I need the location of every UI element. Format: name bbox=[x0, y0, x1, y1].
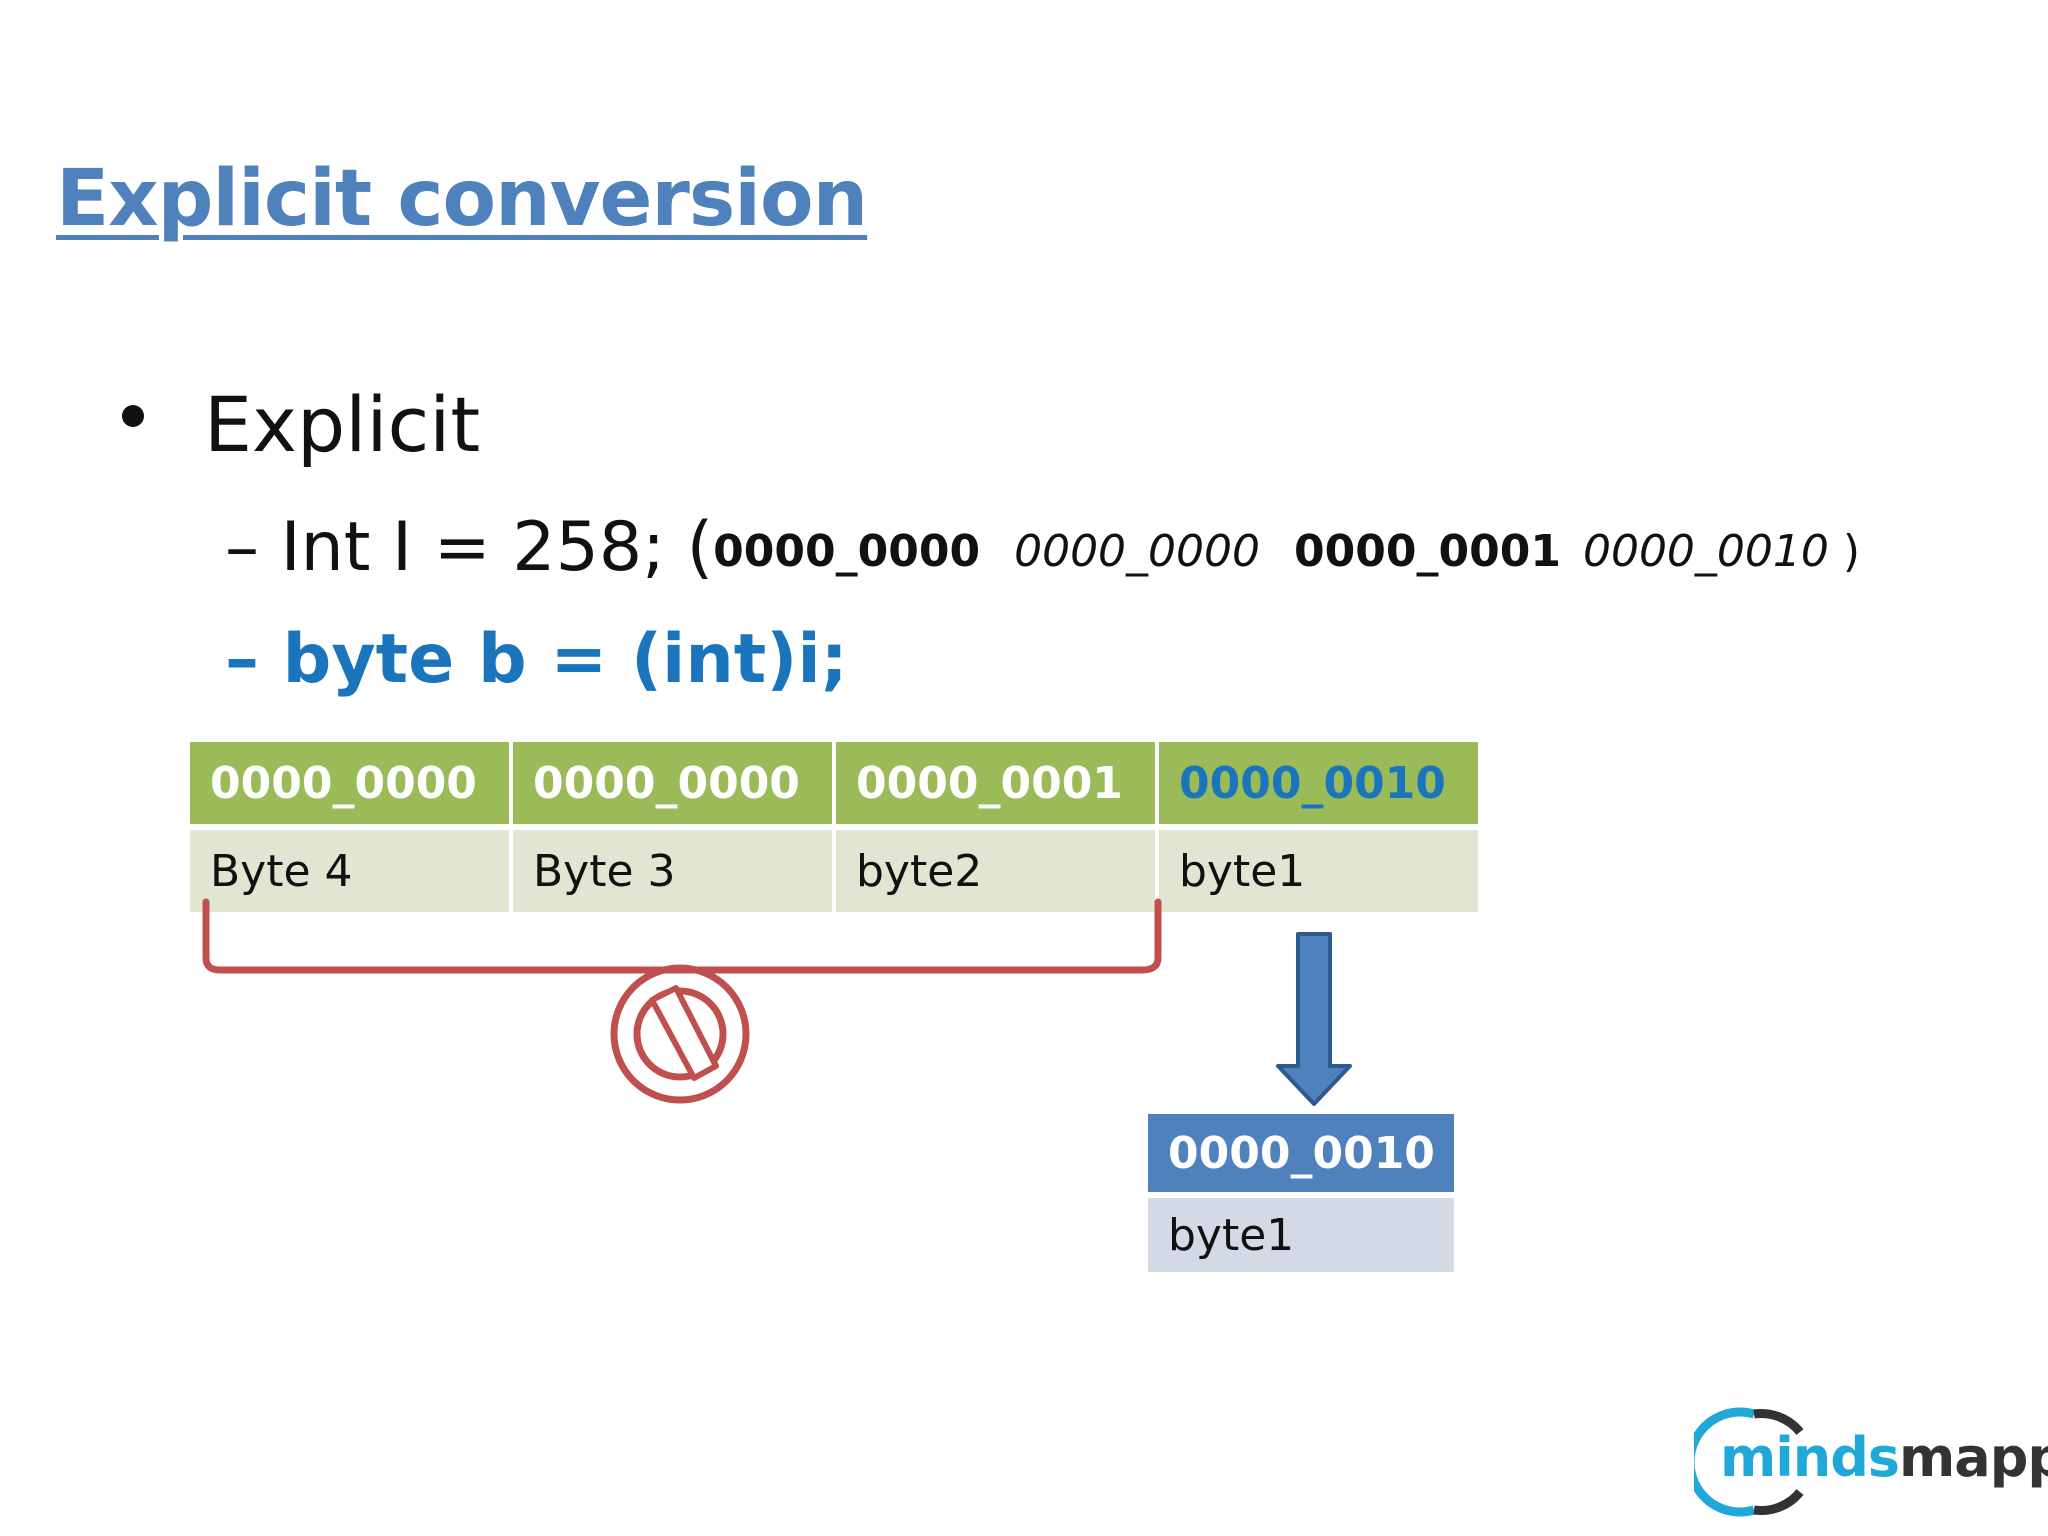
down-arrow-icon bbox=[1276, 932, 1352, 1106]
bullet-explicit: Explicit bbox=[204, 380, 481, 469]
int-byte3-bits: 0000_0000 bbox=[1014, 526, 1261, 577]
result-label: byte1 bbox=[1148, 1198, 1454, 1272]
int-byte1-bits: 0000_0010 bbox=[1582, 526, 1829, 577]
int-byte4-bits: 0000_0000 bbox=[713, 526, 981, 577]
int-byte2-bits: 0000_0001 bbox=[1294, 526, 1561, 577]
byte4-value: 0000_0000 bbox=[190, 742, 509, 824]
byte1-value: 0000_0010 bbox=[1159, 742, 1478, 824]
logo-text-minds: minds bbox=[1720, 1426, 1900, 1489]
logo-text-mapped: mapped bbox=[1899, 1426, 2048, 1489]
brace-bracket bbox=[202, 898, 1162, 974]
int-declaration-suffix: ) bbox=[1828, 526, 1861, 577]
forbidden-icon bbox=[610, 964, 750, 1104]
mindsmapped-logo-icon bbox=[1694, 1407, 1804, 1517]
byte2-label: byte2 bbox=[836, 830, 1155, 912]
bytes-table: 0000_0000 0000_0000 0000_0001 0000_0010 … bbox=[190, 742, 1478, 912]
byte1-label: byte1 bbox=[1159, 830, 1478, 912]
byte2-value: 0000_0001 bbox=[836, 742, 1155, 824]
byte3-value: 0000_0000 bbox=[513, 742, 832, 824]
int-declaration-prefix: – Int I = 258; ( bbox=[225, 508, 714, 587]
mindsmapped-logo-text: mindsmapped bbox=[1720, 1426, 2048, 1489]
byte4-label: Byte 4 bbox=[190, 830, 509, 912]
bullet-dot-icon bbox=[122, 405, 144, 427]
byte-cast-line: – byte b = (int)i; bbox=[225, 620, 848, 699]
result-table: 0000_0010 byte1 bbox=[1148, 1114, 1454, 1272]
byte3-label: Byte 3 bbox=[513, 830, 832, 912]
slide-title: Explicit conversion bbox=[56, 154, 868, 244]
result-value: 0000_0010 bbox=[1148, 1114, 1454, 1192]
